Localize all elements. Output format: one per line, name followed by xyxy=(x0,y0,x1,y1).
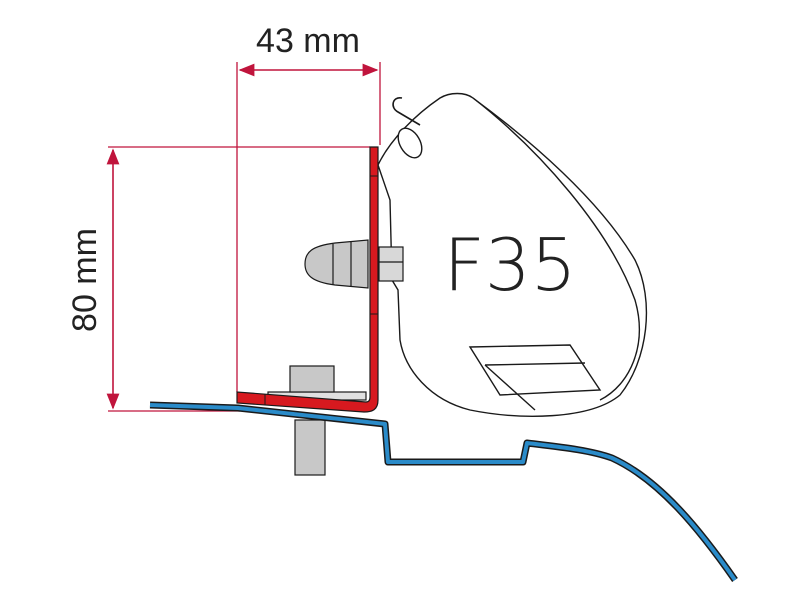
vehicle-roof-profile xyxy=(149,401,738,583)
knob-fastener xyxy=(304,239,404,289)
bolt xyxy=(267,365,367,476)
height-dimension: 80 mm xyxy=(66,146,370,412)
width-label: 43 mm xyxy=(256,22,360,60)
width-dimension: 43 mm xyxy=(236,22,381,392)
height-label: 80 mm xyxy=(66,228,104,332)
mounting-bracket xyxy=(236,146,379,413)
vehicle-roof-profile-fill xyxy=(149,403,737,582)
model-label: F35 xyxy=(443,223,576,307)
awning-casing: F35 xyxy=(377,92,648,417)
